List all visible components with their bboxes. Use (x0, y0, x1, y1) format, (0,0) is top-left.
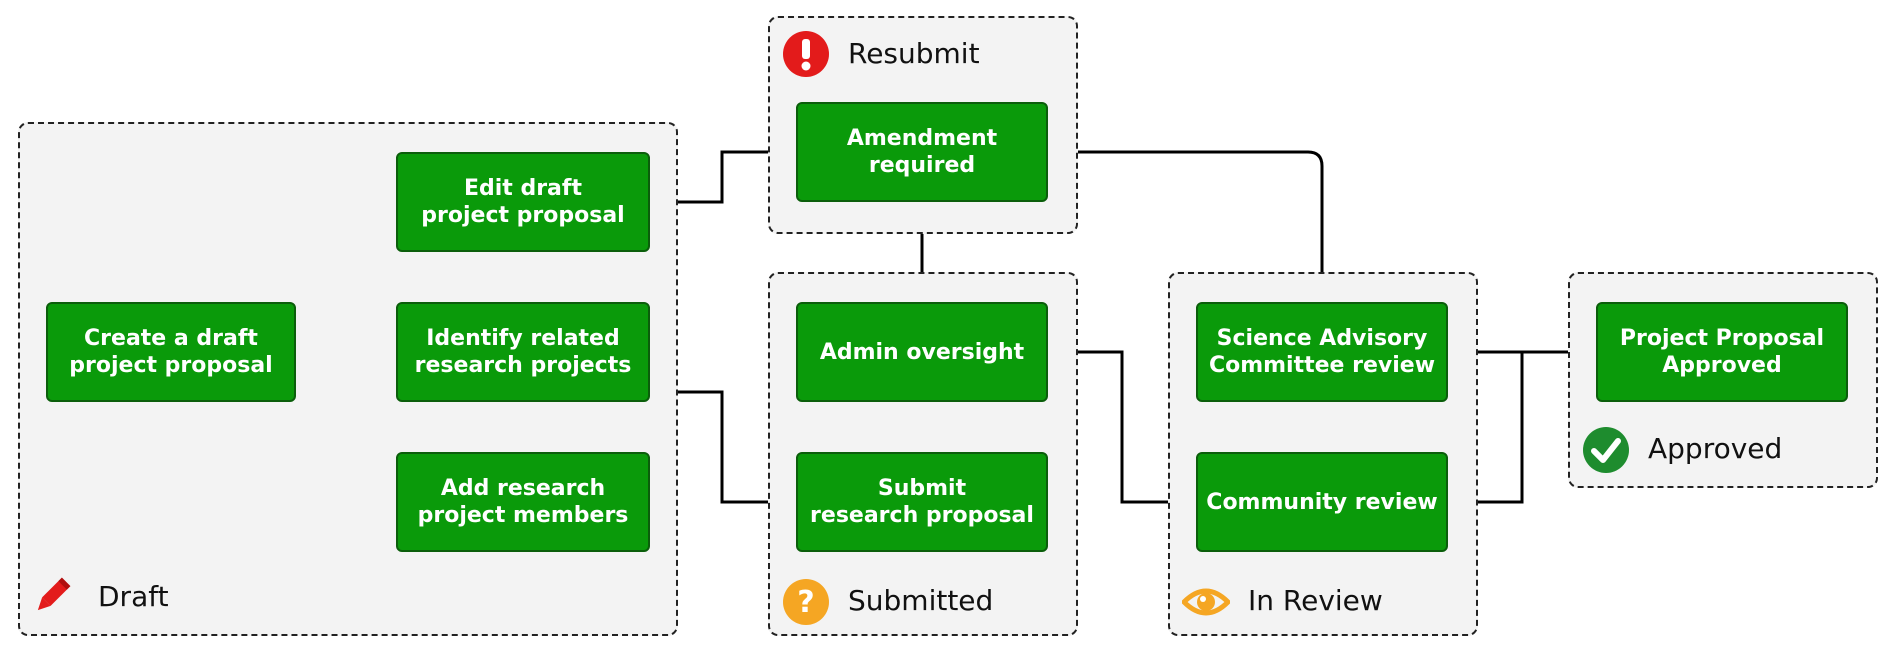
group-in-review-label: In Review (1248, 584, 1383, 617)
exclamation-icon (783, 31, 829, 77)
arrow-admin-to-community (1048, 350, 1197, 508)
node-admin-oversight[interactable]: Admin oversight (796, 302, 1048, 402)
group-approved-label: Approved (1648, 432, 1783, 465)
eye-icon (1182, 588, 1230, 616)
checkmark-icon (1583, 427, 1629, 473)
node-community-review[interactable]: Community review (1196, 452, 1448, 552)
arrow-sac-to-amendment (1051, 146, 1324, 302)
node-identify-related[interactable]: Identify related research projects (396, 302, 650, 402)
node-add-members[interactable]: Add research project members (396, 452, 650, 552)
node-amendment-required[interactable]: Amendment required (796, 102, 1048, 202)
group-submitted-label: Submitted (848, 584, 994, 617)
node-sac-review[interactable]: Science Advisory Committee review (1196, 302, 1448, 402)
arrow-draft-to-submit (678, 390, 797, 508)
group-draft-label: Draft (98, 580, 169, 613)
node-edit-draft[interactable]: Edit draft project proposal (396, 152, 650, 252)
arrow-amendment-to-edit (649, 150, 796, 208)
svg-text:?: ? (797, 585, 814, 620)
question-icon: ? (783, 579, 829, 625)
group-resubmit-label: Resubmit (848, 37, 980, 70)
node-create-draft[interactable]: Create a draft project proposal (46, 302, 296, 402)
pencil-icon (37, 577, 71, 611)
node-proposal-approved[interactable]: Project Proposal Approved (1596, 302, 1848, 402)
node-submit-proposal[interactable]: Submit research proposal (796, 452, 1048, 552)
